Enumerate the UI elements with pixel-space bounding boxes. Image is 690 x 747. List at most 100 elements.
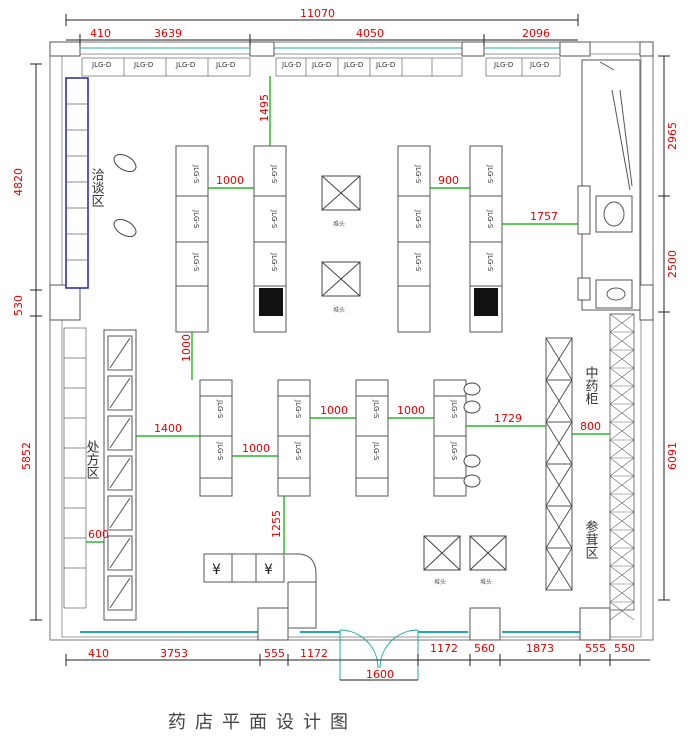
shelf-label: JLG-S <box>270 252 278 272</box>
dim-1000-c: 1000 <box>320 404 348 417</box>
shelf-label: JLG-S <box>450 399 458 419</box>
washroom <box>577 59 641 311</box>
top-wall-shelves <box>81 57 561 77</box>
cabinet-hatch-line <box>609 511 635 531</box>
dim-1400: 1400 <box>154 422 182 435</box>
yen-icon: ¥ <box>264 562 273 578</box>
shelf-label: JLG-S <box>372 441 380 461</box>
dim-1729: 1729 <box>494 412 522 425</box>
pile-label: 堆头 <box>333 220 345 228</box>
dim-total-width: 11070 <box>300 7 335 20</box>
stools <box>463 382 481 488</box>
dimension-texts: 11070 410 3639 4050 2096 4820 530 5852 2… <box>12 7 679 681</box>
top-shelf-label: JLG-D <box>175 61 195 69</box>
shelf-label: JLG-S <box>216 399 224 419</box>
yen-icon: ¥ <box>212 562 221 578</box>
right-tcm-cabinet <box>545 337 573 591</box>
dim-right-c: 6091 <box>666 442 679 470</box>
cabinet-hatch-line <box>609 313 635 333</box>
top-shelf-label: JLG-D <box>281 61 301 69</box>
reception-zone-label: 洽谈区 <box>89 168 105 207</box>
pile-label: 堆头 <box>480 578 492 586</box>
pile-label: 堆头 <box>333 306 345 314</box>
dim-1000-v: 1000 <box>180 334 193 362</box>
shelf-label: JLG-S <box>192 209 200 229</box>
cabinet-hatch-line <box>609 493 635 513</box>
dim-bot-h: 555 <box>585 642 606 655</box>
drawing-title: 药店平面设计图 <box>168 712 357 733</box>
top-shelf-label: JLG-D <box>215 61 235 69</box>
top-shelf-label: JLG-D <box>343 61 363 69</box>
shelf-label: JLG-S <box>486 164 494 184</box>
dim-right-b: 2500 <box>666 250 679 278</box>
cabinet-hatch-line <box>609 565 635 585</box>
shelf-label: JLG-S <box>216 441 224 461</box>
cabinet-hatch-line <box>609 529 635 549</box>
dim-left-c: 5852 <box>20 442 33 470</box>
shelf-label: JLG-S <box>414 164 422 184</box>
cabinet-hatch-line <box>609 385 635 405</box>
dim-top-b: 3639 <box>154 27 182 40</box>
dim-1255: 1255 <box>270 510 283 538</box>
reception-area <box>113 153 137 238</box>
dim-600: 600 <box>88 528 109 541</box>
dim-1000-a: 1000 <box>216 174 244 187</box>
right-wall-cabinet <box>609 313 635 611</box>
dim-top-d: 2096 <box>522 27 550 40</box>
exterior-dim-lines <box>30 14 670 681</box>
prescription-zone-label: 处方区 <box>84 440 100 479</box>
shelf-label: JLG-S <box>270 164 278 184</box>
shelf-label: JLG-S <box>270 209 278 229</box>
dim-left-b: 530 <box>12 295 25 316</box>
pile-label: 堆头 <box>434 578 446 586</box>
right-wall-cabinet-pattern <box>609 313 635 621</box>
shelf-end-blocks <box>259 288 498 316</box>
cabinet-hatch-line <box>609 403 635 423</box>
dim-1000-b: 1000 <box>242 442 270 455</box>
shelf-label: JLG-S <box>486 209 494 229</box>
cabinet-hatch-line <box>609 331 635 351</box>
shelf-label: JLG-S <box>450 441 458 461</box>
left-lower-shelves <box>63 327 87 609</box>
dim-top-c: 4050 <box>356 27 384 40</box>
shelf-label: JLG-S <box>192 252 200 272</box>
dim-1757: 1757 <box>530 210 558 223</box>
dim-top-a: 410 <box>90 27 111 40</box>
dim-bot-e: 1172 <box>430 642 458 655</box>
shelf-label: JLG-S <box>414 252 422 272</box>
dim-bot-door: 1600 <box>366 668 394 681</box>
top-shelf-label: JLG-D <box>529 61 549 69</box>
cabinet-hatch-line <box>609 421 635 441</box>
interior-dim-lines <box>86 76 610 554</box>
display-piles <box>321 175 507 571</box>
dim-bot-b: 3753 <box>160 647 188 660</box>
dim-800: 800 <box>580 420 601 433</box>
cabinet-hatch-line <box>609 457 635 477</box>
dim-right-a: 2965 <box>666 122 679 150</box>
dim-1000-d: 1000 <box>397 404 425 417</box>
cabinet-hatch-line <box>609 349 635 369</box>
upper-shelf-labels: JLG-S JLG-S JLG-S JLG-S JLG-S JLG-S JLG-… <box>192 164 494 272</box>
outer-walls <box>49 41 654 641</box>
prescription-counter <box>103 329 137 621</box>
cabinet-hatch-line <box>609 475 635 495</box>
top-shelf-label: JLG-D <box>133 61 153 69</box>
dim-bot-a: 410 <box>88 647 109 660</box>
top-shelf-label: JLG-D <box>311 61 331 69</box>
dim-bot-f: 560 <box>474 642 495 655</box>
shelf-label: JLG-S <box>294 399 302 419</box>
dim-left-a: 4820 <box>12 168 25 196</box>
top-shelf-label: JLG-D <box>375 61 395 69</box>
lower-shelf-labels: JLG-S JLG-S JLG-S JLG-S JLG-S JLG-S JLG-… <box>216 399 458 461</box>
cabinet-hatch-line <box>609 367 635 387</box>
shelf-label: JLG-S <box>486 252 494 272</box>
wall-pillars <box>49 41 654 641</box>
dim-1495: 1495 <box>258 94 271 122</box>
shelf-label: JLG-S <box>414 209 422 229</box>
dim-bot-i: 550 <box>614 642 635 655</box>
ginseng-zone-label: 参茸区 <box>583 519 599 559</box>
shelf-label: JLG-S <box>294 441 302 461</box>
shelf-label: JLG-S <box>372 399 380 419</box>
top-shelf-labels: JLG-D JLG-D JLG-D JLG-D JLG-D JLG-D JLG-… <box>91 61 549 69</box>
shelf-label: JLG-S <box>192 164 200 184</box>
